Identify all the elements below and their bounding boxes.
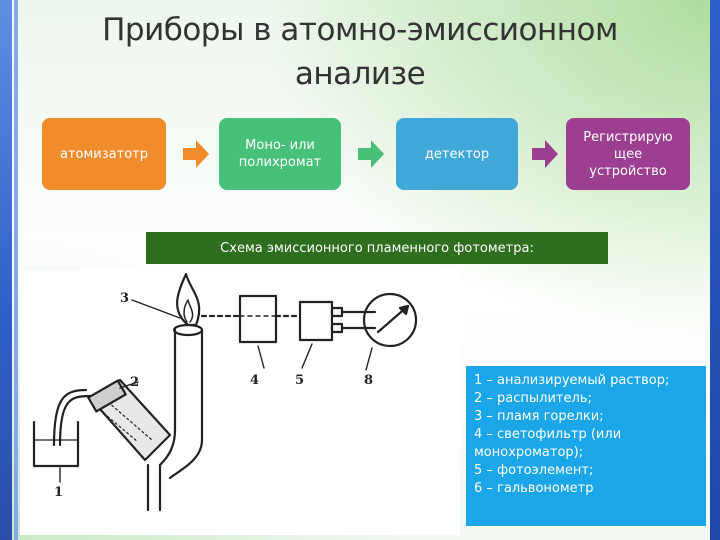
schema-caption: Схема эмиссионного пламенного фотометра: xyxy=(146,232,608,264)
label-4: 4 xyxy=(250,373,259,388)
left-accent-stripe-thin xyxy=(14,0,18,540)
legend-item: 4 – светофильтр (или xyxy=(474,427,622,442)
monochromator-box: Моно- или полихромат xyxy=(219,118,341,190)
legend-item: 5 – фотоэлемент; xyxy=(474,463,594,478)
left-accent-stripe xyxy=(0,0,12,540)
flame-icon xyxy=(176,272,201,327)
legend-item: 2 – распылитель; xyxy=(474,391,592,406)
recorder-label-line3: устройство xyxy=(589,163,667,179)
detector-box: детектор xyxy=(396,118,518,190)
legend-item: 3 – пламя горелки; xyxy=(474,409,604,424)
recorder-label-line1: Регистрирую xyxy=(583,129,673,145)
right-accent-stripe xyxy=(710,0,720,540)
recorder-label-line2: щее xyxy=(613,146,643,162)
arrow-right-icon xyxy=(532,140,558,168)
recorder-box: Регистрирую щее устройство xyxy=(566,118,690,190)
atomizer-box: атомизатотр xyxy=(42,118,166,190)
label-5: 5 xyxy=(295,373,304,388)
title-line-2: анализе xyxy=(294,56,426,92)
atomizer-label: атомизатотр xyxy=(60,146,148,162)
monochromator-label-line2: полихромат xyxy=(238,155,322,170)
legend-box: 1 – анализируемый раствор; 2 – распылите… xyxy=(466,366,706,526)
galvanometer-icon xyxy=(362,292,418,348)
label-3: 3 xyxy=(120,291,129,306)
monochromator-label-line1: Моно- или xyxy=(245,138,315,153)
legend-item: 1 – анализируемый раствор; xyxy=(474,373,670,388)
legend-item: монохроматор); xyxy=(474,445,584,460)
legend-item: 6 – гальвонометр xyxy=(474,481,594,496)
schema-caption-text: Схема эмиссионного пламенного фотометра: xyxy=(220,240,534,256)
arrow-right-icon xyxy=(183,140,209,168)
label-8: 8 xyxy=(364,373,373,388)
slide-title: Приборы в атомно-эмиссионном анализе xyxy=(40,8,680,96)
photocell-block xyxy=(298,300,334,342)
arrow-right-icon xyxy=(358,140,384,168)
flame-photometer-diagram: 3 2 4 5 8 1 xyxy=(20,270,460,535)
filter-block xyxy=(238,294,278,344)
label-2: 2 xyxy=(130,375,139,390)
label-1: 1 xyxy=(54,485,63,500)
detector-label: детектор xyxy=(424,146,490,162)
burner-column xyxy=(158,328,177,467)
title-line-1: Приборы в атомно-эмиссионном xyxy=(102,12,618,48)
sample-beaker xyxy=(32,420,80,468)
